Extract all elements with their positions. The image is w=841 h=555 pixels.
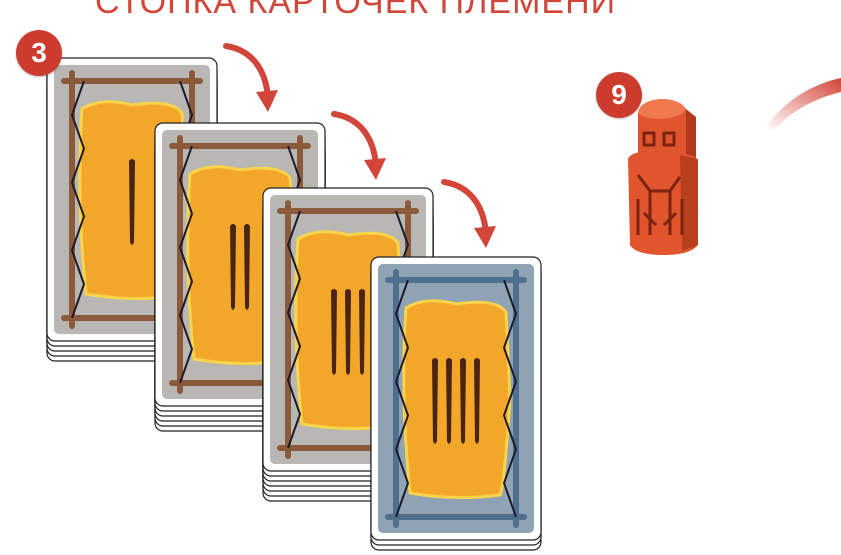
curved-arrow-icon xyxy=(222,40,282,114)
red-swoosh-icon xyxy=(762,72,841,132)
tally-mark xyxy=(446,358,452,444)
tally-mark xyxy=(460,358,466,444)
tally-mark xyxy=(244,224,250,310)
tally-mark xyxy=(345,289,351,375)
page-title: СТОПКА КАРТОЧЕК ПЛЕМЕНИ xyxy=(95,0,655,22)
tally-mark xyxy=(432,358,438,444)
curved-arrow-icon xyxy=(440,176,500,250)
card-svg xyxy=(370,256,544,555)
stack-count-badge: 3 xyxy=(16,30,62,76)
tribe-totem-token-icon[interactable] xyxy=(620,95,710,260)
tally-mark xyxy=(129,159,135,245)
token-count-badge: 9 xyxy=(596,72,642,118)
curved-arrow-icon xyxy=(330,108,390,182)
tally-mark xyxy=(331,289,337,375)
tally-mark xyxy=(474,358,480,444)
tally-mark xyxy=(230,224,236,310)
parchment xyxy=(404,301,510,498)
tally-mark xyxy=(359,289,365,375)
card-stack-4[interactable] xyxy=(370,256,542,546)
